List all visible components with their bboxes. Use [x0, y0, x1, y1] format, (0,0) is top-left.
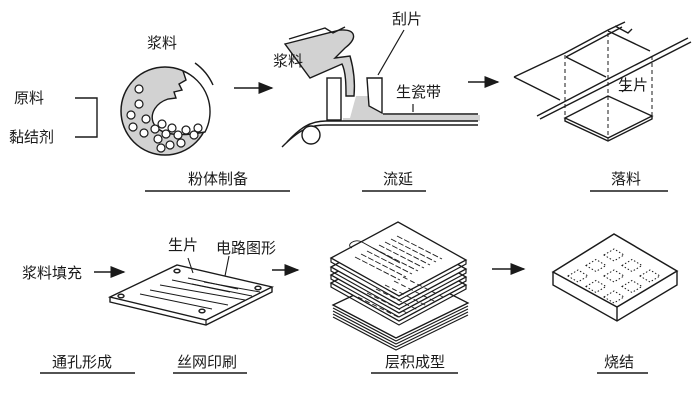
via-pad: [603, 269, 625, 283]
blanking-sheet-label: 生片: [618, 76, 648, 94]
lamination-stage-label: 层积成型: [385, 353, 445, 371]
powder-slurry-label: 浆料: [147, 34, 177, 52]
via-pad: [585, 258, 607, 273]
via-pad: [621, 258, 643, 273]
lamination-circuit-pattern: [349, 235, 443, 281]
casting-stage-label: 流延: [383, 170, 413, 188]
printed-sheet-icon: [107, 255, 275, 326]
raw-material-label: 原料: [14, 89, 44, 107]
tape-casting-icon: [281, 26, 480, 148]
casting-slurry-label: 浆料: [273, 52, 303, 70]
ball-mill-icon: [120, 62, 214, 156]
lamination-stack-icon: [329, 221, 470, 351]
binder-label: 黏结剂: [9, 128, 54, 146]
sintered-substrate-icon: [551, 233, 679, 322]
via-pad: [567, 269, 589, 283]
circuit-pattern-label: 电路图形: [216, 239, 276, 257]
printing-stage-label: 丝网印刷: [177, 353, 237, 371]
via-pad: [621, 279, 643, 294]
powder-stage-label: 粉体制备: [188, 170, 248, 188]
input-bracket: [75, 97, 98, 138]
slurry-fill-label: 浆料填充: [22, 264, 82, 282]
via-pad: [603, 248, 625, 262]
printing-sheet-label: 生片: [168, 236, 198, 254]
sintering-stage-label: 烧结: [604, 353, 634, 371]
via-pad: [585, 279, 607, 294]
blade-label: 刮片: [392, 10, 422, 28]
via-pad: [639, 269, 661, 283]
blanking-icon: [513, 21, 692, 142]
green-tape-label: 生瓷带: [396, 83, 441, 101]
blanking-stage-label: 落料: [611, 170, 641, 188]
via-stage-label: 通孔形成: [52, 353, 112, 371]
via-pad: [603, 290, 625, 304]
